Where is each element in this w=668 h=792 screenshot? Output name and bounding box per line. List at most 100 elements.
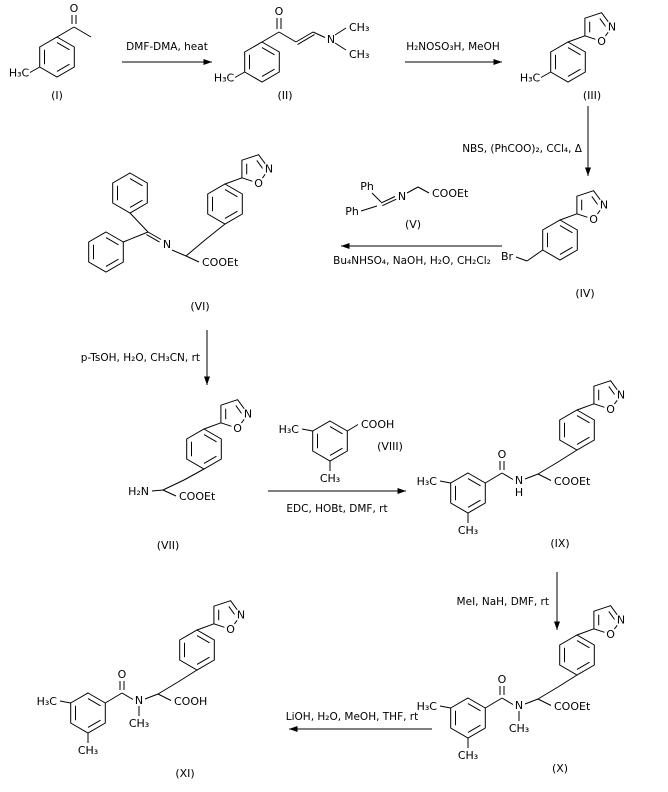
imine-N-label: N	[398, 190, 406, 203]
phenyl-label: Ph	[345, 205, 359, 218]
isoxazole-ring: ON	[213, 600, 248, 636]
double-bond	[129, 199, 143, 208]
double-bond	[467, 478, 481, 487]
amine-label: H₂N	[128, 485, 149, 498]
methyl-label: H₃C	[520, 72, 541, 85]
double-bond	[56, 42, 70, 51]
bond	[185, 239, 206, 257]
ester-label: COOEt	[179, 490, 216, 503]
ring-bond	[550, 41, 586, 83]
bond	[501, 472, 514, 480]
bond	[196, 623, 215, 631]
ester-label: COOEt	[432, 187, 469, 200]
atom-mask	[605, 20, 619, 34]
isoxazole-N-label: N	[600, 199, 608, 212]
amide-H-label: H	[515, 486, 523, 499]
atom-mask	[231, 421, 245, 435]
methyl-label: H₃C	[417, 700, 438, 713]
benzene-ring	[542, 219, 578, 261]
methyl-label: CH₃	[458, 524, 478, 537]
double-bond	[591, 196, 599, 206]
bond	[524, 473, 539, 480]
double-bond	[467, 499, 481, 508]
compound-VI-label: (VI)	[190, 300, 209, 313]
step-2-arrow: H₂NOSO₃H, MeOH	[405, 41, 502, 65]
isoxazole-O-label: O	[606, 403, 615, 416]
benzene-ring	[550, 41, 586, 83]
isoxazole-ring: ON	[584, 12, 619, 48]
step-1-arrow: DMF-DMA, heat	[122, 41, 212, 65]
benzene-ring	[207, 183, 243, 225]
bond	[334, 27, 347, 36]
bond	[301, 428, 313, 432]
double-bond	[608, 611, 616, 621]
bond	[278, 31, 297, 43]
benzene-ring	[39, 36, 75, 78]
double-bond	[146, 234, 160, 243]
ring-bond	[244, 41, 280, 83]
methyl-label: CH₃	[320, 472, 340, 485]
double-bond	[467, 724, 481, 733]
ring-bond	[542, 219, 578, 261]
bond	[537, 473, 552, 481]
isoxazole-N-label: N	[617, 389, 625, 402]
compound-IX-label: (IX)	[550, 537, 569, 550]
compound-IX: H₃C CH₃ O N H COOEt ON (IX)	[417, 380, 628, 550]
double-bond	[329, 447, 343, 456]
atom-mask	[604, 627, 618, 641]
step-8-arrow: LiOH, H₂O, MeOH, THF, rt	[286, 711, 432, 732]
atom-mask	[595, 34, 609, 48]
atom-mask	[262, 162, 276, 176]
step-3-arrow: NBS, (PhCOO)₂, CCl₄, Δ	[462, 106, 591, 176]
compound-II: H₃C O N CH₃ CH₃ (II)	[214, 5, 370, 102]
bond	[485, 472, 503, 484]
isoxazole-O-label: O	[226, 623, 235, 636]
isoxazole-ring: ON	[593, 380, 628, 416]
atom-mask	[252, 176, 266, 190]
compound-I-label: (I)	[51, 89, 63, 102]
bond	[73, 26, 92, 38]
compound-VIII: H₃C CH₃ COOH (VIII)	[279, 418, 403, 485]
phenyl-ring	[88, 231, 124, 273]
step-6-conditions: EDC, HOBt, DMF, rt	[286, 503, 387, 515]
double-bond	[105, 258, 119, 267]
bond	[537, 461, 559, 475]
bond	[162, 479, 185, 491]
bond	[524, 698, 539, 705]
N-methyl-label: CH₃	[129, 717, 149, 730]
isoxazole-O-label: O	[589, 213, 598, 226]
bond	[380, 196, 396, 204]
carbonyl-O-label: O	[498, 448, 507, 461]
atom-mask	[614, 613, 628, 627]
bond	[439, 705, 451, 709]
double-bond	[105, 237, 119, 246]
double-bond	[382, 198, 397, 207]
double-bond	[576, 415, 590, 424]
bond	[59, 700, 71, 704]
compound-IV: ON Br (IV)	[501, 190, 611, 300]
double-bond	[559, 246, 573, 255]
amide-N-label: N	[515, 474, 523, 487]
isoxazole-ring: ON	[220, 399, 255, 435]
methyl-label: CH₃	[78, 744, 98, 757]
bond	[406, 186, 419, 194]
double-bond	[608, 386, 616, 396]
bond	[567, 35, 586, 43]
benzene-ring	[179, 629, 215, 671]
bond	[203, 422, 222, 430]
ring-bond	[559, 634, 595, 676]
bond	[162, 489, 177, 497]
bond	[56, 26, 75, 38]
bond	[347, 424, 359, 432]
compound-VI: N COOEt ON (VI)	[88, 154, 276, 313]
carbonyl-O-label: O	[70, 2, 79, 15]
bond	[439, 480, 451, 484]
step-4-conditions: Bu₄NHSO₄, NaOH, H₂O, CH₂Cl₂	[333, 255, 491, 267]
double-bond	[576, 640, 590, 649]
compound-VII: ON H₂N COOEt (VII)	[128, 399, 255, 552]
phenyl-label: Ph	[360, 180, 374, 193]
amine-N-label: N	[327, 33, 335, 46]
double-bond	[467, 703, 481, 712]
bond	[559, 213, 578, 221]
